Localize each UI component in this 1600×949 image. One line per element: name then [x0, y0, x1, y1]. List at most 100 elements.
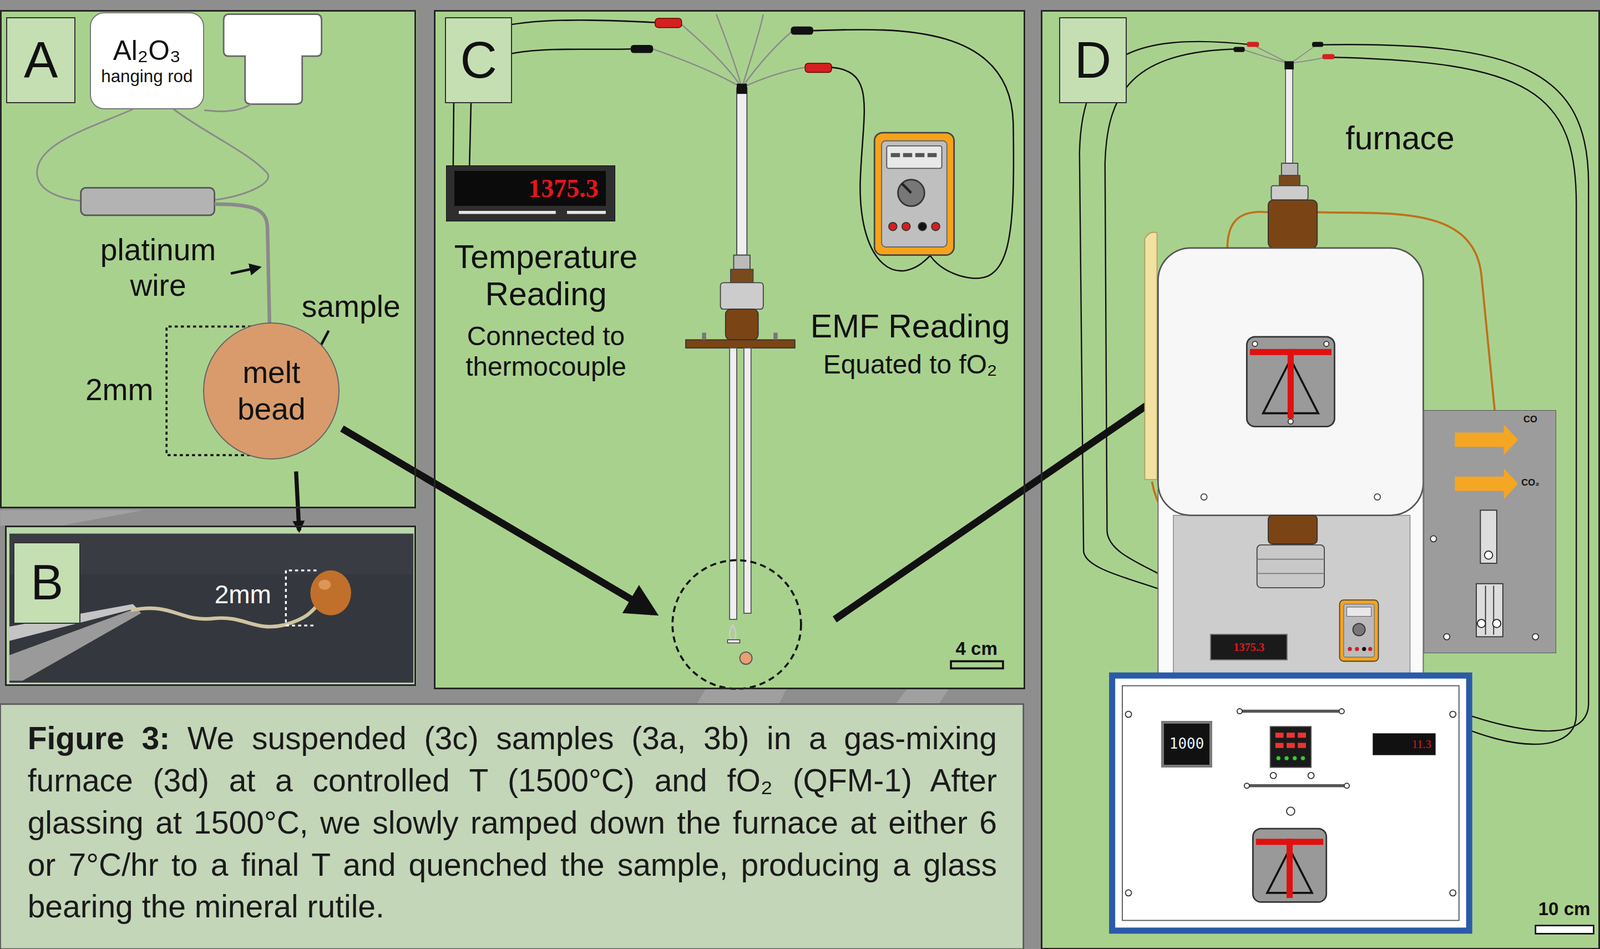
part-label: platinum wire [76, 232, 240, 303]
clip [1246, 41, 1259, 47]
panel-ground [5, 525, 417, 686]
caption-body: We suspended (3c) samples (3a, 3b) in a … [27, 720, 997, 924]
control-panel [1270, 772, 1277, 779]
panel-ground [433, 9, 1026, 689]
control-panel [1125, 889, 1132, 896]
furnace-body [1287, 348, 1294, 419]
temperature-display: 1375.3 [1209, 633, 1288, 661]
hanging-rod-box: Al₂O₃hanging rod [89, 12, 205, 110]
gas-panel [1480, 509, 1497, 564]
probe-assembly [685, 339, 796, 348]
control-panel [1286, 742, 1295, 748]
multimeter [1353, 623, 1366, 636]
platinum-wire [214, 204, 270, 325]
probe-assembly [740, 651, 753, 665]
note-label: Equated to fO₂ [777, 348, 1043, 380]
figure-caption: Figure 3: We suspended (3c) samples (3a,… [27, 717, 997, 928]
part-label: furnace [1308, 119, 1492, 158]
photo [285, 570, 317, 626]
gas-line [1227, 211, 1269, 248]
lead-wire [681, 24, 742, 88]
control-panel [1449, 711, 1456, 718]
control-panel [1286, 838, 1293, 898]
control-panel [1275, 742, 1284, 748]
panel-ground [0, 9, 1600, 949]
control-panel [1246, 783, 1347, 788]
control-panel [1239, 709, 1342, 713]
clip [1312, 41, 1324, 47]
probe-assembly [773, 332, 778, 340]
multimeter [931, 222, 940, 231]
hanging-wire [204, 104, 252, 112]
probe-assembly [1268, 61, 1318, 248]
furnace-body [1246, 336, 1335, 427]
lead-wire [1290, 57, 1326, 64]
probe-assembly [1271, 185, 1308, 201]
multimeter [1347, 646, 1352, 651]
gas-tube [1144, 231, 1157, 480]
clip [655, 18, 682, 28]
control-panel [1112, 675, 1470, 931]
control-panel [1339, 708, 1345, 714]
control-panel [1449, 889, 1456, 896]
multimeter [1361, 646, 1366, 651]
display-value: 1375.3 [454, 170, 606, 206]
lead-wire [652, 48, 742, 88]
probe-assembly [1281, 163, 1298, 176]
dimension-label: 2mm [78, 372, 161, 408]
gas-panel [1477, 619, 1486, 628]
panel-letter: A [6, 17, 76, 104]
clip [630, 18, 832, 73]
furnace-body [1268, 515, 1318, 544]
lead-wire [716, 14, 742, 88]
furnace-body [1157, 247, 1424, 516]
probe-assembly [733, 255, 750, 270]
clip [790, 26, 813, 35]
clip [1233, 47, 1245, 53]
display-value: 1000 [1169, 736, 1204, 752]
control-panel [1292, 755, 1297, 760]
clip [804, 63, 832, 73]
display-value: 1375.3 [1233, 641, 1265, 653]
probe-assembly [729, 624, 736, 641]
photo [310, 570, 352, 616]
multimeter [918, 222, 927, 231]
part-label: sample [284, 289, 418, 324]
pointer-arrow [341, 428, 653, 612]
multimeter [1347, 606, 1372, 617]
platinum-wire [214, 204, 270, 325]
probe-assembly [720, 282, 764, 310]
furnace-body [1157, 247, 1424, 677]
gas-panel [1485, 585, 1495, 635]
lead-wire [741, 67, 805, 88]
multimeter [886, 145, 942, 169]
note-label: Connected to thermocouple [443, 320, 648, 382]
bead-label: melt bead [224, 353, 319, 428]
probe-assembly [1268, 199, 1318, 248]
panel-ground [0, 704, 1024, 949]
panel-ground [1040, 9, 1600, 949]
magnifier-circle [672, 559, 802, 689]
connector-plug [223, 14, 322, 105]
pointer-arrow [341, 350, 1228, 620]
photo [9, 533, 414, 683]
magnifier-circle [672, 559, 802, 689]
probe-assembly [727, 639, 740, 643]
multimeter [1354, 646, 1359, 651]
control-panel [1344, 782, 1350, 788]
clip [1233, 41, 1335, 59]
control-panel [1252, 828, 1326, 902]
multimeter [1339, 599, 1379, 661]
lead-wire [1239, 48, 1289, 64]
part-label: Temperature Reading [433, 238, 659, 313]
lead-wire [1239, 44, 1326, 64]
control-panel [1297, 742, 1306, 748]
furnace-body [1288, 418, 1294, 424]
gas-panel [1430, 535, 1437, 542]
probe-assembly [1279, 175, 1300, 186]
gas-label: CO [1523, 412, 1554, 430]
scale-bar [950, 660, 1004, 668]
furnace-body [1257, 559, 1325, 574]
lead-wire [741, 14, 764, 88]
